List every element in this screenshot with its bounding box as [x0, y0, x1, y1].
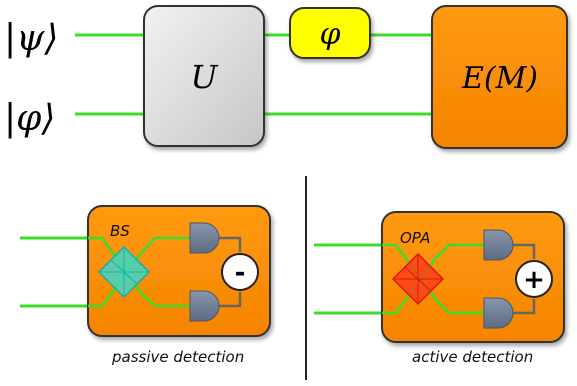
subtract-sign: -: [235, 258, 246, 288]
unitary-box: [143, 5, 265, 147]
active-detector-link-lower: [506, 299, 536, 315]
detector-icon: [483, 229, 514, 261]
estimator-box: [431, 5, 568, 149]
active-detection-caption: active detection: [412, 348, 534, 366]
detector-icon: [483, 297, 514, 329]
passive-detection-panel: BS -: [20, 205, 271, 337]
active-detection-panel: OPA +: [314, 211, 565, 343]
active-beam-path-a: [382, 243, 484, 315]
beam-splitter-icon: [97, 245, 151, 299]
estimator-label: E(M): [461, 61, 538, 96]
passive-detector-link-lower: [212, 292, 242, 308]
active-detector-link-upper: [506, 243, 536, 259]
active-beam-path-b: [382, 243, 484, 315]
opa-icon: [391, 252, 445, 306]
passive-detection-caption: passive detection: [112, 348, 245, 366]
passive-beam-path-b: [88, 236, 190, 308]
add-node: [515, 260, 553, 298]
add-sign: +: [523, 265, 545, 295]
opa-label: OPA: [400, 229, 430, 247]
detector-icon: [189, 290, 220, 322]
beam-splitter-label: BS: [110, 222, 130, 240]
passive-beam-path-a: [88, 236, 190, 308]
phase-shifter-box: [289, 7, 371, 59]
passive-detector-link-upper: [212, 236, 242, 252]
top-interferometer: |ψ⟩ |φ⟩ U φ E(M): [4, 5, 568, 149]
unitary-label: U: [191, 58, 219, 96]
input-phi-label: |φ⟩: [4, 98, 55, 139]
phase-shifter-label: φ: [319, 17, 340, 52]
input-psi-label: |ψ⟩: [4, 18, 58, 59]
detector-icon: [189, 222, 220, 254]
subtract-node: [221, 253, 259, 291]
